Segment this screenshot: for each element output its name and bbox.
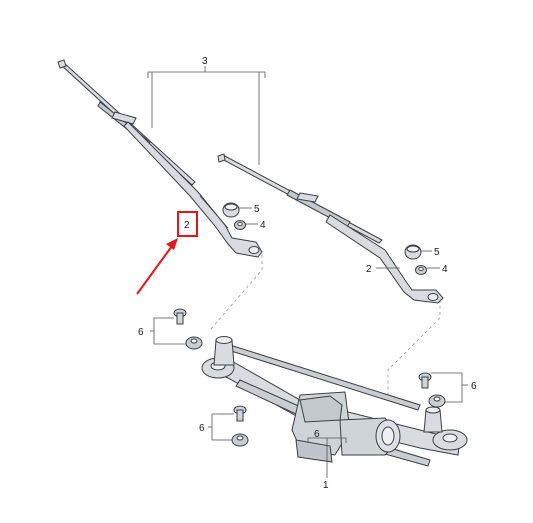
nut-icon: [415, 265, 427, 275]
callout-4-right: 4: [442, 264, 448, 275]
cap-icon: [222, 202, 240, 218]
callout-6-bottom: 6: [314, 429, 320, 440]
highlight-box: [177, 211, 198, 237]
callout-3: 3: [202, 56, 208, 67]
bolt-icon: [173, 308, 187, 325]
nut-icon: [185, 336, 203, 350]
nut-icon: [231, 433, 249, 447]
callout-2-right: 2: [366, 264, 372, 275]
callout-4-left: 4: [260, 220, 266, 231]
callout-2-left: 2: [184, 220, 190, 231]
highlight-callout-2: 2: [136, 211, 198, 295]
cap-icon: [404, 244, 422, 260]
callout-1: 1: [323, 480, 329, 491]
wiper-blade-right-icon: [217, 153, 383, 244]
wiper-arm-right-icon: [325, 214, 444, 304]
leader-lines: [147, 66, 468, 478]
highlight-arrow-head-icon: [166, 238, 178, 250]
callout-6-top-left: 6: [138, 327, 144, 338]
bolt-icon: [233, 405, 247, 422]
callout-5-left: 5: [254, 204, 260, 215]
wiper-motor-icon: [299, 395, 401, 456]
callout-5-right: 5: [434, 247, 440, 258]
bolt-icon: [418, 372, 432, 389]
nut-icon: [234, 220, 246, 230]
wiper-blade-left-icon: [57, 59, 196, 186]
highlight-arrow-shaft: [136, 245, 173, 295]
nut-icon: [428, 394, 446, 408]
wiper-arm-left-icon: [123, 121, 263, 258]
callout-6-bottom-left: 6: [199, 423, 205, 434]
alignment-lines: [209, 255, 441, 400]
callout-6-right: 6: [471, 381, 477, 392]
